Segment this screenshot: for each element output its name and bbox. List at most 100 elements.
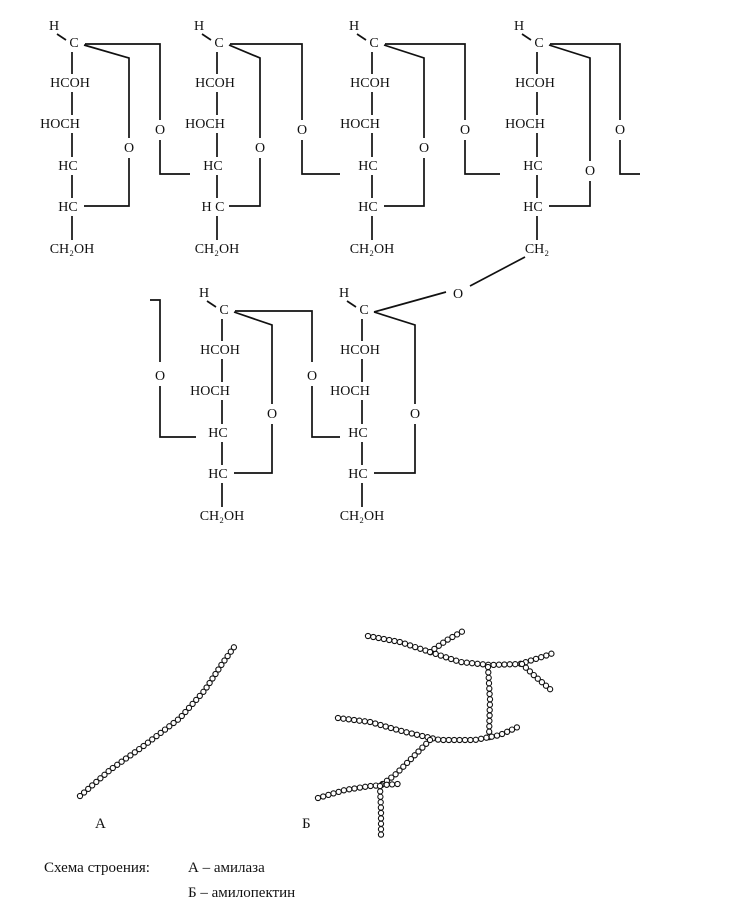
glucose-bead [215,666,222,673]
branch-bond-o-c1 [373,291,447,313]
atom-c6: CH₂OH [195,242,240,257]
amylopectin-branch-middle [334,714,521,744]
caption-amylose: А – амилаза [188,860,265,876]
glucose-bead [376,782,384,790]
atom-c4: HC [203,159,222,174]
glucose-bead [453,657,460,664]
glucose-bead [501,661,508,668]
glucose-bead [458,628,466,635]
glucose-bead [76,792,84,800]
glucose-bead [335,788,342,796]
link-4-next-oxygen: O [615,123,625,138]
glucose-bead [189,700,196,708]
glucose-bead [362,783,369,790]
atom-c6: CH₂OH [340,509,385,524]
amylopectin-branch-top-right [518,660,554,693]
atom-h: H [349,19,359,34]
glucose-bead [532,655,540,663]
glucose-bead [118,758,125,765]
glucose-bead [334,714,342,722]
glucose-bead [486,690,493,698]
amylopectin-branch-top [364,632,555,669]
glucose-bead [174,716,182,723]
glucose-bead [224,652,231,660]
atom-h: H [339,286,349,301]
glucose-bead [400,763,407,770]
glucose-bead [377,815,385,822]
glucose-bead [486,723,493,730]
glucose-bead [377,831,385,838]
atom-c1: C [214,36,223,51]
glucose-bead [440,736,447,744]
glucose-bead [330,790,337,797]
glucose-bead [377,799,384,806]
atom-c6: CH₂OH [200,509,245,524]
link-left-up [150,299,161,362]
glucose-bead [431,645,438,653]
glucose-bead [391,637,398,645]
ring-bond-lower [384,158,425,207]
glucose-bead [498,730,506,738]
glucose-bead [388,781,396,788]
atom-c3: HOCH [185,117,225,132]
glucose-bead [435,642,442,649]
link-5-6-down [311,386,340,438]
atom-c5: HC [348,467,367,482]
branch-bond-ch2-o [469,256,526,287]
link-3-4-oxygen: O [460,123,470,138]
glucose-bead [370,633,377,641]
glucose-bead [434,736,442,743]
bond-h-c1 [201,33,212,41]
glucose-bead [527,657,535,664]
glucose-bead [380,635,388,643]
glucose-bead [136,745,143,753]
glucose-bead [394,780,401,788]
glucose-bead [387,724,395,732]
amylopectin-branch-diagonal [379,736,434,788]
bond-h-c1 [356,33,367,41]
glucose-bead [486,728,493,735]
glucose-bead [372,720,379,727]
ring-oxygen: O [124,141,134,156]
glucose-bead [377,809,385,817]
glucose-bead [212,670,219,678]
glucose-bead [484,663,492,671]
ring-oxygen: O [255,141,265,156]
atom-c2: HCOH [515,76,555,91]
glucose-bead [408,730,415,737]
amylopectin-branch-trunk [484,663,494,741]
atom-c1: C [369,36,378,51]
atom-c3: HOCH [190,384,230,399]
amylopectin-branch-tail [376,782,385,838]
glucose-bead [340,715,347,722]
glucose-bead [388,774,395,781]
glucose-bead [479,661,487,668]
glucose-bead [375,634,382,642]
atom-h: H [49,19,59,34]
glucose-bead [437,652,444,659]
glucose-bead [101,771,108,778]
glucose-bead [445,736,452,744]
glucose-bead [383,781,390,788]
glucose-bead [166,723,173,730]
ring-oxygen: O [267,407,277,422]
glucose-bead [314,794,322,802]
glucose-bead [451,736,458,744]
glucose-bead [398,727,405,735]
atom-c2: HCOH [195,76,235,91]
glucose-bead [182,708,189,716]
glucose-bead [413,731,421,738]
glucose-bead [486,712,493,719]
glucose-bead [356,784,364,791]
atom-h: H [514,19,524,34]
glucose-bead [200,688,207,695]
glucose-bead [131,749,138,756]
glucose-bead [227,648,234,655]
link-5-6-up [235,310,313,362]
glucose-bead [109,764,116,772]
glucose-bead [506,661,513,668]
